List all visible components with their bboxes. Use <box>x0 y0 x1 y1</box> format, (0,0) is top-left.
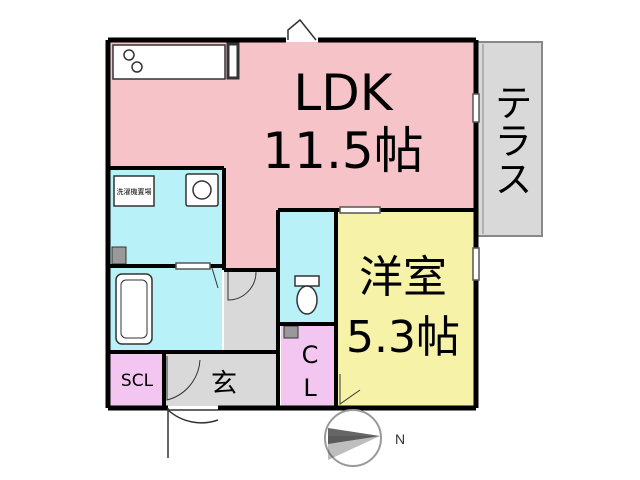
ldk-exterior-door-icon <box>287 18 317 41</box>
shoe-closet <box>110 354 164 406</box>
washbasin-bowl-icon <box>192 180 212 200</box>
hallway <box>224 270 278 354</box>
washing-machine-space <box>113 175 155 207</box>
closet-post <box>283 325 299 339</box>
hall-door-swing <box>227 271 257 301</box>
shoe-closet-label: SCL <box>121 371 154 391</box>
stove-burner-icon <box>123 49 135 61</box>
western-door-swing <box>339 374 361 405</box>
toilet-tank <box>294 275 320 287</box>
ldk-size: 11.5帖 <box>262 122 423 180</box>
closet-label-l: L <box>303 374 317 402</box>
western-room <box>338 210 474 406</box>
compass-north-label: N <box>395 431 405 447</box>
compass-needle-shade <box>328 436 380 460</box>
closet <box>281 326 335 406</box>
ldk-name: LDK <box>293 64 393 122</box>
bathtub-inner <box>120 279 148 339</box>
washing-machine-label: 洗濯機置場 <box>117 187 152 196</box>
sliding-door-track <box>211 267 219 289</box>
terrace-area <box>475 41 543 237</box>
compass: N <box>324 409 405 467</box>
western-room-name: 洋室 <box>359 252 447 303</box>
western-room-size: 5.3帖 <box>346 312 460 363</box>
entrance-door-swing-inner <box>166 356 201 401</box>
stove-burner-icon <box>131 61 143 73</box>
interior-walls <box>108 166 476 408</box>
windows <box>175 93 480 281</box>
entrance-label: 玄 <box>211 369 237 399</box>
terrace-label: テラス <box>488 83 532 197</box>
front-door-swing <box>167 408 219 458</box>
washbasin <box>185 173 219 207</box>
toilet-bowl-icon <box>296 285 318 315</box>
exterior-walls <box>105 37 479 411</box>
pipe-space <box>111 246 127 265</box>
compass-needle-icon <box>328 428 380 444</box>
closet-label-c: C <box>302 341 319 369</box>
entrance <box>165 354 278 406</box>
fridge-space <box>226 42 240 80</box>
ldk-room <box>110 42 474 270</box>
bathtub <box>115 273 153 345</box>
